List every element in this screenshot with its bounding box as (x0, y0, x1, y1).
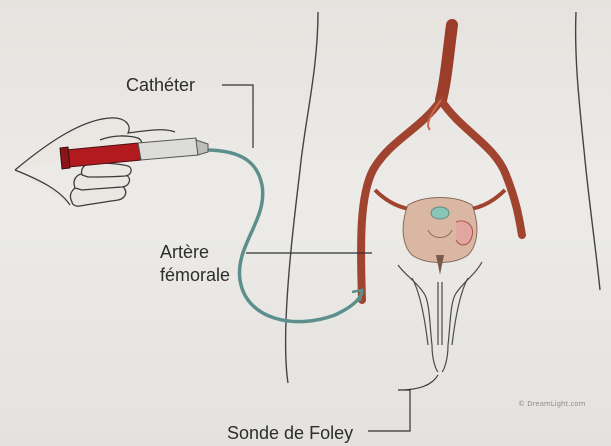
pelvic-organs (403, 198, 477, 276)
catheter-label: Cathéter (126, 74, 195, 96)
foley-catheter-label: Sonde de Foley (227, 422, 353, 444)
image-credit: © DreamLight.com (518, 400, 585, 408)
foley-leader-line (368, 375, 438, 431)
urethra-outline (398, 262, 482, 372)
artery-label-line2: fémorale (160, 264, 230, 286)
catheter-leader-line (222, 85, 253, 148)
body-right-outline (576, 12, 600, 290)
body-left-outline (286, 12, 318, 383)
catheter-tube (205, 150, 362, 322)
artery-label-line1: Artère (160, 241, 209, 263)
